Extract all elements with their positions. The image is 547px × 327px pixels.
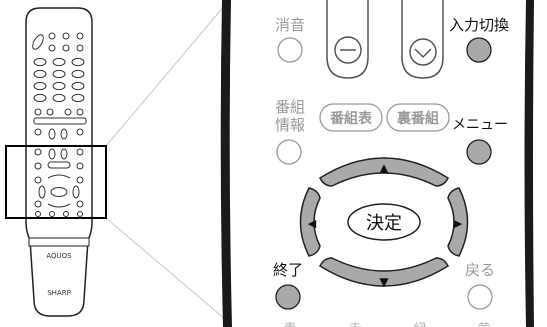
down-button[interactable] [319, 257, 449, 287]
panel-left-edge [220, 0, 232, 327]
return-button[interactable] [467, 284, 493, 310]
epg-button[interactable] [319, 103, 383, 132]
highlight-frame [5, 145, 107, 219]
epg-label: 番組表 [329, 110, 373, 127]
left-button[interactable] [299, 187, 321, 257]
label-exit: 終了 [273, 261, 303, 279]
back-program-button[interactable] [386, 103, 450, 132]
enter-button[interactable] [347, 203, 421, 241]
zoom-panel: 消音 入力切換 番組 情報 番組表 裏番組 メニュー ▲ ◀ ▶ 決定 [220, 0, 534, 327]
right-arrow-icon: ▶ [454, 217, 463, 230]
mute-button[interactable] [277, 37, 303, 63]
up-arrow-icon: ▲ [379, 161, 389, 175]
label-green: 緑 [413, 322, 426, 327]
right-button[interactable] [447, 187, 469, 257]
label-input-switch: 入力切換 [449, 16, 509, 34]
left-arrow-icon: ◀ [308, 217, 317, 230]
program-info-button[interactable] [276, 139, 302, 165]
menu-button[interactable] [466, 139, 492, 165]
label-menu: メニュー [452, 117, 508, 133]
down-arrow-icon: ▼ [379, 275, 389, 289]
label-red: 赤 [348, 322, 361, 327]
input-switch-button[interactable] [466, 37, 492, 63]
label-yellow: 黄 [477, 322, 490, 327]
label-mute: 消音 [275, 16, 305, 34]
exit-button[interactable] [275, 284, 301, 310]
chevron-down-icon [409, 38, 437, 66]
label-program-info-2: 情報 [275, 116, 305, 134]
color-button-labels: 青 赤 緑 黄 [283, 322, 490, 327]
up-button[interactable] [319, 157, 449, 187]
panel-right-edge [524, 0, 534, 327]
remote-top-buttons [32, 32, 87, 140]
label-return: 戻る [465, 261, 495, 279]
remote-logo-aquos: AQUOS [46, 252, 72, 260]
remote-logo-sharp: SHARP [47, 289, 71, 297]
label-blue: 青 [283, 322, 296, 327]
remote-highlight-buttons [34, 148, 84, 217]
back-program-label: 裏番組 [396, 110, 439, 127]
label-program-info-1: 番組 [275, 98, 305, 116]
enter-label: 決定 [366, 213, 402, 234]
zoom-guide-lines [105, 4, 233, 326]
remote-overview: AQUOS SHARP [5, 7, 107, 317]
